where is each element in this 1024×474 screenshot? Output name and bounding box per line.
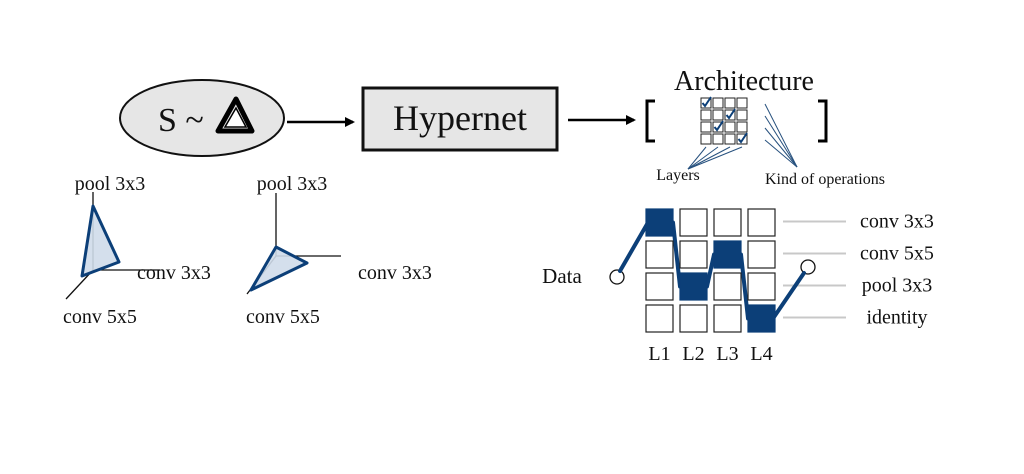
operation-label: conv 5x5 [860,243,934,265]
grid-cell [713,208,742,237]
simplex-triangle [249,245,309,292]
input-connector [618,220,650,273]
grid-cell [679,240,708,269]
layer-label: L1 [648,343,670,365]
hypernet-label: Hypernet [393,98,527,138]
matrix-cell [724,133,736,145]
layer-label: L4 [750,343,772,365]
operation-label: pool 3x3 [862,275,933,297]
axis-label-pool: pool 3x3 [75,173,146,195]
operation-label: identity [866,307,927,329]
check-icon [737,132,748,144]
check-icon [725,108,736,120]
path-connector [739,252,750,321]
grid-cell [747,208,776,237]
grid-cell [747,240,776,269]
simplex-triangle [80,204,121,278]
simplex-example-2: pool 3x3 conv 3x3 conv 5x5 [246,173,432,328]
selected-cell [645,208,674,237]
left-bracket [645,99,655,143]
sample-node: S ~ [119,79,285,157]
selected-cell [747,304,776,333]
layers-label: Layers [656,167,700,184]
operation-label: conv 3x3 [860,211,934,233]
output-connector [771,271,806,321]
matrix-cell [736,121,748,133]
layer-label: L2 [682,343,704,365]
matrix-cell [736,109,748,121]
grid-cell [713,272,742,301]
input-node [609,269,625,285]
selected-cell [713,240,742,269]
architecture-callout-lines [687,103,798,170]
layer-label: L3 [716,343,738,365]
check-icon [713,120,724,132]
grid-cell [679,208,708,237]
simplex-example-1: pool 3x3 conv 3x3 conv 5x5 [63,173,211,328]
grid-cell [645,272,674,301]
grid-cell [645,304,674,333]
matrix-cell [700,109,712,121]
architecture-title: Architecture [674,66,814,97]
matrix-cell [736,97,748,109]
kinds-label: Kind of operations [765,171,885,188]
grid-cell [747,272,776,301]
simplex-icon [215,96,255,134]
axis-label-conv5: conv 5x5 [63,306,137,328]
matrix-cell [724,121,736,133]
matrix-cell [700,121,712,133]
check-icon [701,96,712,108]
path-connector [671,220,682,289]
architecture-matrix [700,96,748,145]
matrix-cell [724,97,736,109]
grid-cell [679,304,708,333]
right-bracket [818,99,828,143]
grid-cell [645,240,674,269]
sample-label: S ~ [158,102,204,139]
axis-label-conv5: conv 5x5 [246,306,320,328]
output-node [800,259,816,275]
path-connector [705,252,716,289]
data-label: Data [542,264,582,288]
axis-label-pool: pool 3x3 [257,173,328,195]
matrix-cell [712,133,724,145]
grid-cell [713,304,742,333]
axis-label-conv3: conv 3x3 [137,262,211,284]
matrix-cell [712,109,724,121]
matrix-cell [712,97,724,109]
axis-label-conv3: conv 3x3 [358,262,432,284]
hypernet-node: Hypernet [361,86,559,152]
matrix-cell [700,133,712,145]
selected-cell [679,272,708,301]
